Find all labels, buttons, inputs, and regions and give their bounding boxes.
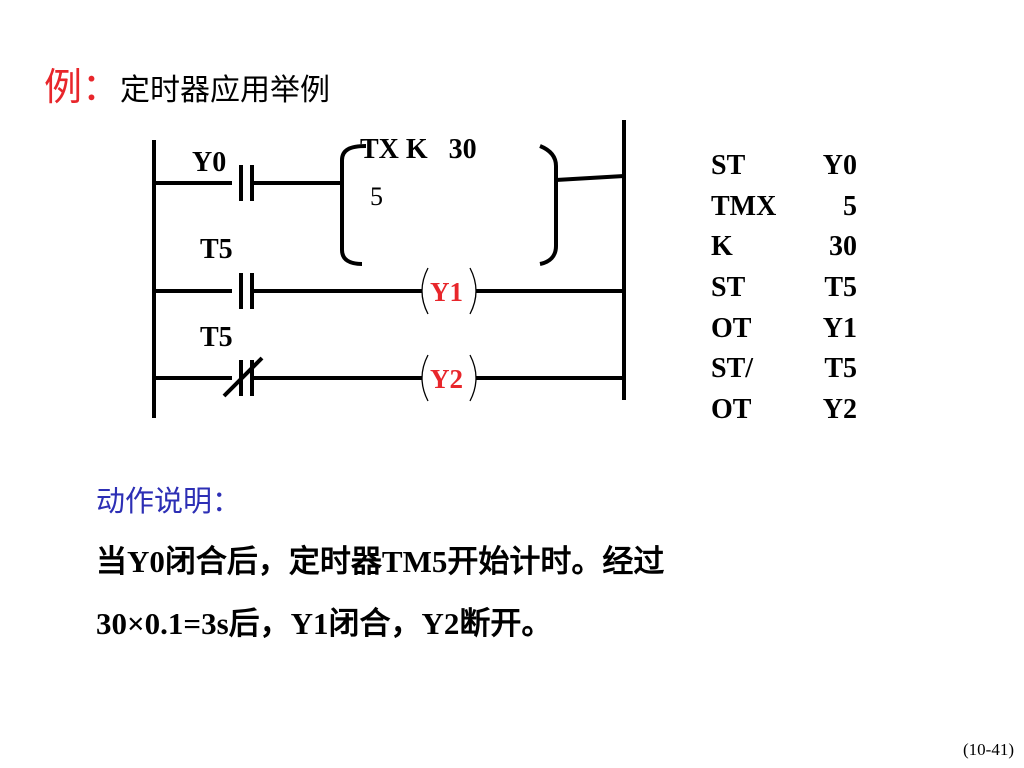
coil-y1-left-arc — [421, 267, 429, 315]
rung2-coil-label: Y1 — [430, 277, 463, 307]
description-line-1: 当Y0闭合后，定时器TM5开始计时。经过 — [96, 544, 665, 579]
instruction-row: OT Y2 — [711, 390, 857, 431]
timer-label-line1: TX K 30 — [360, 134, 477, 165]
instruction-row: ST/T5 — [711, 349, 857, 390]
instruction-arg: T5 — [824, 353, 857, 385]
timer-box-right-bracket — [539, 144, 558, 266]
instruction-arg: T5 — [824, 272, 857, 304]
title-prefix: 例： — [44, 65, 121, 109]
instruction-op: ST — [711, 272, 746, 304]
instruction-row: K 30 — [711, 227, 857, 268]
instruction-row: ST Y0 — [711, 146, 857, 187]
instruction-row: OT Y1 — [711, 309, 857, 350]
rung3-coil-label: Y2 — [430, 364, 463, 394]
slide-title: 例：定时器应用举例 — [44, 56, 330, 111]
instruction-arg: Y1 — [822, 312, 857, 344]
rung1-contact-label: Y0 — [192, 147, 226, 178]
timer-box-left-bracket — [340, 144, 367, 266]
description-heading: 动作说明： — [96, 484, 242, 518]
coil-y2-right-arc — [469, 354, 477, 402]
instruction-op: ST — [711, 150, 746, 181]
rung1-wire-to-rail — [555, 174, 625, 182]
instruction-op: OT — [711, 312, 752, 344]
instruction-op: ST/ — [711, 353, 754, 385]
action-description: 动作说明： 当Y0闭合后，定时器TM5开始计时。经过 30×0.1=3s后，Y1… — [96, 478, 664, 666]
rung3-contact-slash — [222, 356, 264, 398]
timer-label-line2: 5 — [370, 182, 383, 211]
instruction-op: TMX — [711, 190, 777, 222]
instruction-op: K — [711, 231, 733, 263]
rung2-contact-label: T5 — [200, 234, 233, 265]
instruction-op: OT — [711, 394, 752, 426]
instruction-row: TMX 5 — [711, 187, 857, 228]
coil-y2-left-arc — [421, 354, 429, 402]
instruction-arg: 30 — [829, 231, 857, 263]
page-number: (10-41) — [963, 740, 1014, 759]
instruction-arg: Y0 — [822, 150, 857, 181]
rung3-contact-label: T5 — [200, 322, 233, 353]
title-text: 定时器应用举例 — [120, 73, 331, 108]
description-line-2: 30×0.1=3s后，Y1闭合，Y2断开。 — [96, 606, 553, 641]
instruction-arg: Y2 — [822, 394, 857, 426]
instruction-arg: 5 — [843, 190, 857, 222]
coil-y1-right-arc — [469, 267, 477, 315]
instruction-row: ST T5 — [711, 268, 857, 309]
